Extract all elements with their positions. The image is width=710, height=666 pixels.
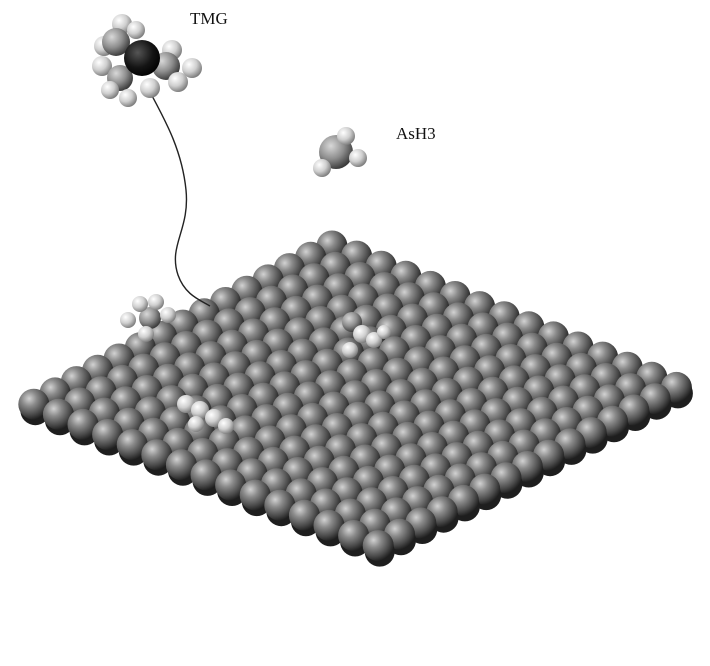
ash3-label: AsH3 bbox=[396, 124, 436, 144]
atomic-surface bbox=[18, 231, 693, 567]
trajectory-line bbox=[150, 92, 210, 306]
surface-atom bbox=[363, 530, 394, 561]
tmg-molecule bbox=[92, 14, 202, 107]
tmg-label: TMG bbox=[190, 9, 228, 29]
ash3-molecule bbox=[313, 127, 367, 177]
